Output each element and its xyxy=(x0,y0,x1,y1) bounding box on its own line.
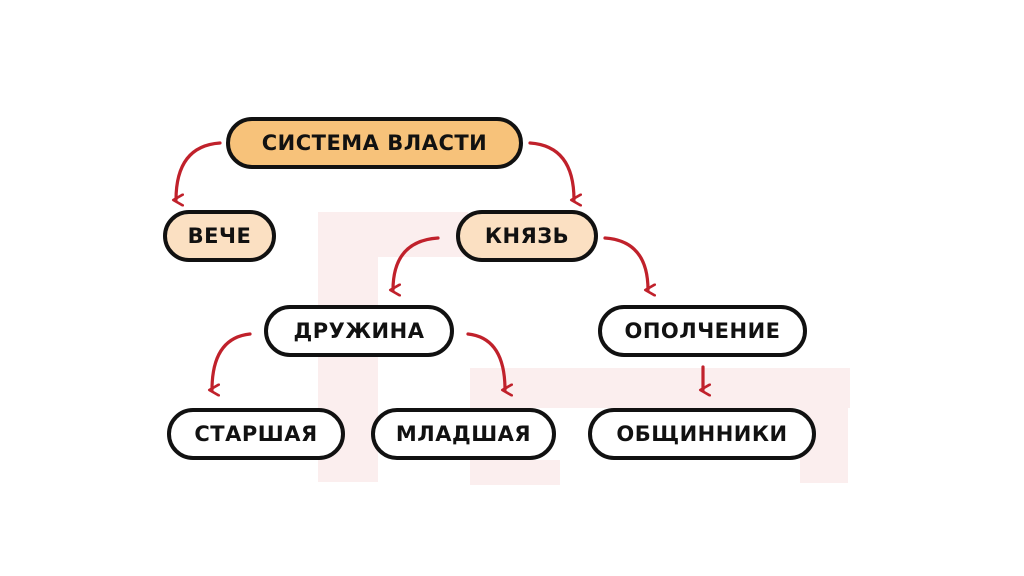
arrow-knyaz-opolchenie xyxy=(603,236,657,297)
arrow-druzhina-starshaya xyxy=(207,332,252,397)
arrow-druzhina-mladshaya xyxy=(466,332,514,397)
node-obshchinniki: ОБЩИННИКИ xyxy=(588,408,816,460)
node-druzhina: ДРУЖИНА xyxy=(264,305,454,357)
arrow-knyaz-druzhina xyxy=(388,236,440,297)
background-shape xyxy=(318,212,468,257)
arrow-root-knyaz xyxy=(528,141,583,207)
background-shape xyxy=(470,368,850,408)
node-mladshaya: МЛАДШАЯ xyxy=(371,408,556,460)
arrow-root-veche xyxy=(171,141,222,207)
node-root: СИСТЕМА ВЛАСТИ xyxy=(226,117,523,169)
node-knyaz: КНЯЗЬ xyxy=(456,210,598,262)
node-veche: ВЕЧЕ xyxy=(163,210,276,262)
background-shape xyxy=(470,460,560,485)
node-opolchenie: ОПОЛЧЕНИЕ xyxy=(598,305,807,357)
node-starshaya: СТАРШАЯ xyxy=(167,408,345,460)
